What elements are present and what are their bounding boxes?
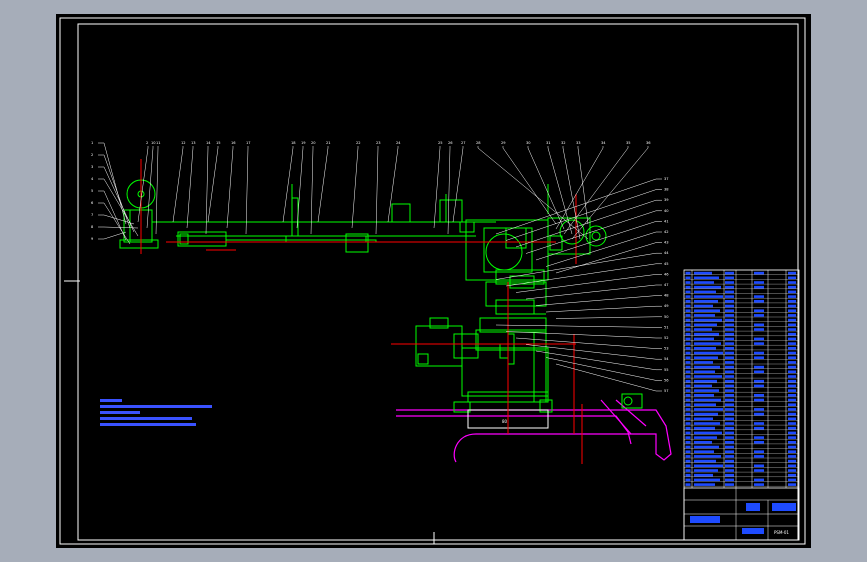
callouts-left: 1 2 3 4 5 6 7 8 9 — [91, 141, 94, 241]
leader-lines — [98, 142, 662, 392]
callout-top-31: 31 — [546, 141, 551, 145]
callout-top-25: 25 — [438, 141, 443, 145]
callout-right-42: 42 — [664, 230, 669, 234]
callout-top-12: 12 — [181, 141, 186, 145]
callout-top-34: 34 — [601, 141, 606, 145]
scale-label: 80 — [502, 419, 508, 424]
callout-right-43: 43 — [664, 241, 669, 245]
callout-left-7: 7 — [91, 213, 93, 217]
callout-right-53: 53 — [664, 347, 669, 351]
technical-notes — [100, 398, 230, 428]
callout-right-44: 44 — [664, 251, 669, 255]
callout-right-56: 56 — [664, 378, 669, 382]
callout-left-2: 2 — [91, 153, 93, 157]
callout-top-27: 27 — [461, 141, 466, 145]
callout-left-6: 6 — [91, 201, 94, 205]
callout-right-51: 51 — [664, 325, 669, 329]
callout-right-52: 52 — [664, 336, 669, 340]
callout-left-4: 4 — [91, 177, 94, 181]
callout-top-14: 14 — [206, 141, 211, 145]
callout-top-30: 30 — [526, 141, 531, 145]
callout-right-38: 38 — [664, 188, 669, 192]
callout-top-21: 21 — [326, 141, 331, 145]
callout-right-55: 55 — [664, 368, 669, 372]
callout-top-2: 2 — [146, 141, 148, 145]
inner-frame — [77, 23, 799, 541]
cad-drawing[interactable]: 2101112131415161718192021222324252627282… — [56, 14, 811, 548]
callout-top-26: 26 — [448, 141, 453, 145]
callout-left-8: 8 — [91, 225, 94, 229]
callout-top-10: 10 — [151, 141, 156, 145]
callout-top-19: 19 — [301, 141, 306, 145]
callout-right-50: 50 — [664, 315, 669, 319]
outer-frame — [59, 17, 806, 545]
callout-top-28: 28 — [476, 141, 481, 145]
drawing-number: PSM-01 — [774, 530, 789, 535]
callout-top-20: 20 — [311, 141, 316, 145]
callout-right-47: 47 — [664, 283, 669, 287]
callout-right-46: 46 — [664, 272, 669, 276]
parts-list — [683, 269, 800, 541]
callouts-right: 37 38 39 40 41 42 43 44 45 46 47 48 49 50 51 52 53 54 55 56… — [664, 177, 669, 393]
title-block: PSM-01 — [683, 487, 800, 541]
callout-right-57: 57 — [664, 389, 669, 393]
callout-right-40: 40 — [664, 209, 669, 213]
callout-top-35: 35 — [626, 141, 631, 145]
callout-top-22: 22 — [356, 141, 361, 145]
callout-top-23: 23 — [376, 141, 381, 145]
callout-top-29: 29 — [501, 141, 506, 145]
callout-right-45: 45 — [664, 262, 669, 266]
callout-left-1: 1 — [91, 141, 93, 145]
callout-top-18: 18 — [291, 141, 296, 145]
callout-top-32: 32 — [561, 141, 566, 145]
callout-top-11: 11 — [156, 141, 161, 145]
callout-top-33: 33 — [576, 141, 581, 145]
callout-top-24: 24 — [396, 141, 401, 145]
callout-right-49: 49 — [664, 304, 669, 308]
callout-top-13: 13 — [191, 141, 196, 145]
callout-top-15: 15 — [216, 141, 221, 145]
callout-left-9: 9 — [91, 237, 94, 241]
callout-right-48: 48 — [664, 294, 669, 298]
callout-top-16: 16 — [231, 141, 236, 145]
callout-top-17: 17 — [246, 141, 251, 145]
callout-right-39: 39 — [664, 198, 669, 202]
callout-left-3: 3 — [91, 165, 93, 169]
callout-left-5: 5 — [91, 189, 93, 193]
callout-right-41: 41 — [664, 219, 669, 223]
callout-top-36: 36 — [646, 141, 651, 145]
mechanism-parts — [119, 179, 643, 429]
callout-right-54: 54 — [664, 357, 669, 361]
base-floor — [396, 399, 672, 463]
callout-right-37: 37 — [664, 177, 669, 181]
